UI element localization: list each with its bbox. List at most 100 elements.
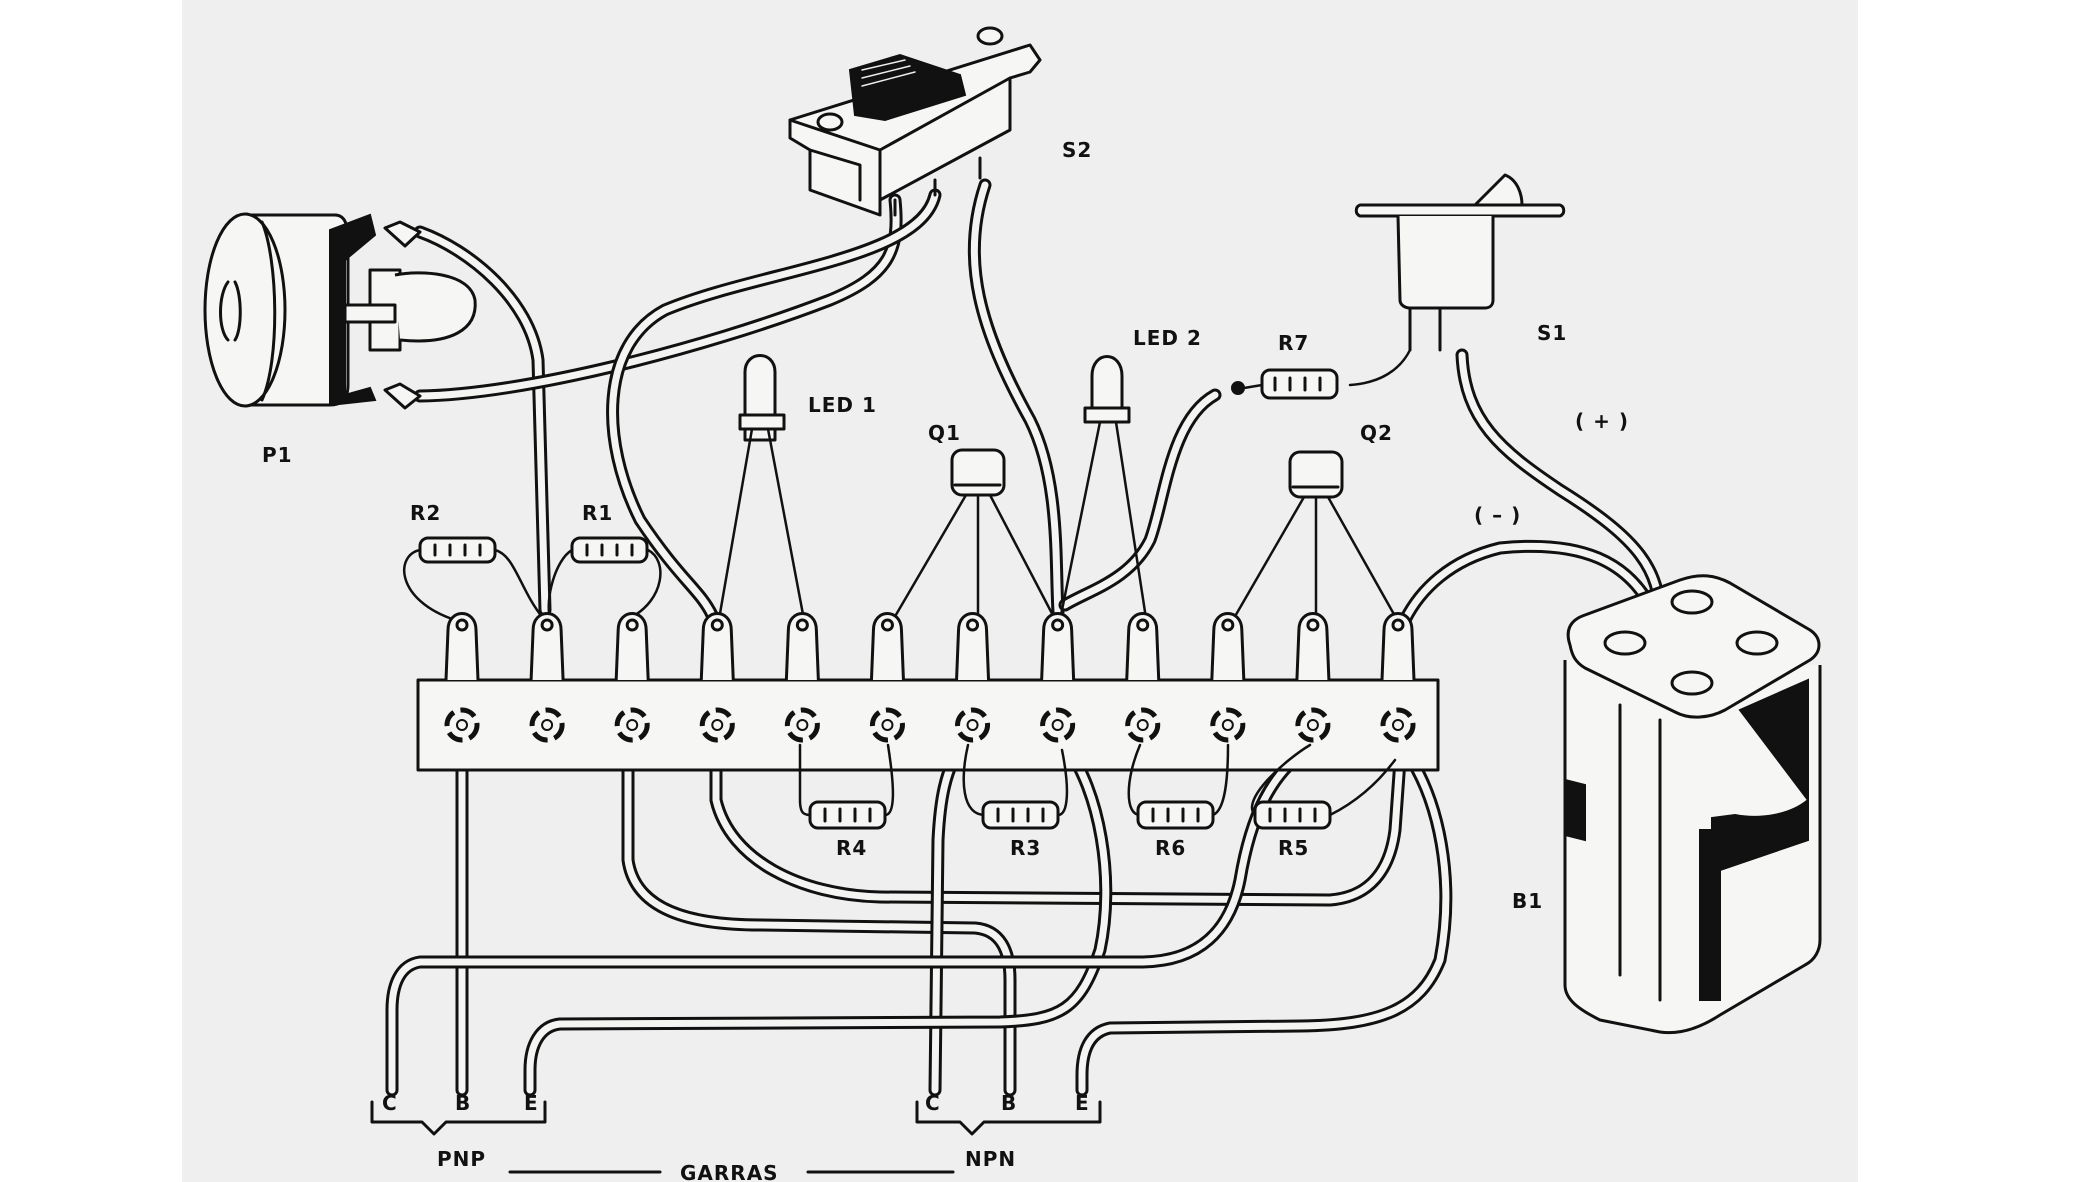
pnp-pin-b: B: [455, 1091, 471, 1115]
lug-hole: [710, 618, 724, 632]
lug-hole: [966, 618, 980, 632]
wire-npn-emitter: [1075, 743, 1453, 1097]
label-r2: R2: [410, 501, 441, 525]
wire-battery-negative-to-terminal-12: [1398, 539, 1662, 627]
solder-lug: [1040, 612, 1076, 681]
transistor-q1: [888, 448, 1060, 627]
battery-holder-b1: [1563, 574, 1822, 1035]
resistor-r4: [798, 743, 895, 830]
label-r4: R4: [836, 836, 867, 860]
wire-pnp-emitter: [523, 738, 1113, 1097]
transistor-q2: [1228, 450, 1402, 627]
label-q2: Q2: [1360, 421, 1393, 445]
rivet-center: [1136, 719, 1149, 731]
wire-s1-to-battery-positive: [1455, 348, 1667, 627]
rivet-center: [456, 719, 468, 731]
lug-hole: [795, 618, 809, 632]
rivet: [1210, 707, 1246, 743]
led-2: [1058, 355, 1149, 627]
solder-lug: [699, 612, 735, 681]
rivet: [955, 707, 991, 743]
wire-r7-to-terminal-8: [1058, 388, 1222, 612]
label-r3: R3: [1010, 836, 1041, 860]
solder-lug: [1295, 612, 1331, 681]
rivet-center: [541, 719, 554, 731]
lug-hole: [1051, 618, 1065, 632]
label-p1: P1: [262, 443, 293, 467]
label-npn: NPN: [965, 1147, 1016, 1171]
wire-s2-to-terminal-8: [967, 178, 1065, 619]
lug-hole: [455, 618, 469, 632]
rivet: [1380, 707, 1416, 743]
solder-lug: [614, 612, 650, 681]
rivet: [1295, 707, 1331, 743]
npn-clip-group: C B E NPN: [915, 1091, 1102, 1171]
lug-hole: [1306, 618, 1320, 632]
pnp-clip-group: C B E PNP: [370, 1091, 547, 1171]
solder-lug: [529, 612, 565, 681]
npn-pin-e: E: [1075, 1091, 1090, 1115]
potentiometer-p1: [203, 212, 477, 410]
resistor-r5: [1251, 743, 1397, 830]
solder-lug: [869, 612, 905, 681]
rivet-center: [1392, 719, 1404, 731]
lug-hole: [540, 618, 554, 632]
slide-switch-s2: [788, 26, 1042, 217]
label-s1: S1: [1537, 321, 1567, 345]
solder-lug: [444, 612, 480, 681]
pnp-pin-e: E: [524, 1091, 539, 1115]
label-r7: R7: [1278, 331, 1309, 355]
label-r6: R6: [1155, 836, 1186, 860]
rivet: [1125, 707, 1161, 743]
wire-terminal-4-to-12: [709, 753, 1407, 907]
resistor-r2: [403, 536, 545, 622]
wire-pot-to-s2: [413, 193, 903, 403]
solder-lug: [955, 612, 991, 681]
solder-lug: [1210, 612, 1246, 681]
label-s2: S2: [1062, 138, 1092, 162]
rivet-center: [1221, 719, 1234, 731]
resistor-r3: [962, 743, 1069, 830]
rivet-center: [796, 719, 809, 731]
rivet-center: [626, 719, 639, 731]
rivet: [784, 707, 820, 743]
lug-hole: [1221, 618, 1235, 632]
label-q1: Q1: [928, 421, 961, 445]
rivet: [529, 707, 565, 743]
label-positive: ( + ): [1575, 409, 1629, 433]
lug-hole: [880, 618, 894, 632]
lug-hole: [625, 618, 639, 632]
rivet-center: [1051, 719, 1064, 731]
rivet: [1040, 707, 1076, 743]
solder-lug: [784, 612, 820, 681]
wire-pot-to-terminal-2: [413, 225, 552, 617]
npn-pin-c: C: [925, 1091, 941, 1115]
resistor-r1: [547, 536, 662, 620]
wire-npn-base: [621, 753, 1017, 1097]
led-1: [716, 354, 807, 627]
lug-hole: [1391, 618, 1405, 632]
rivet: [699, 707, 735, 743]
label-led-2: LED 2: [1133, 326, 1202, 350]
terminal-strip: [416, 612, 1440, 772]
label-b1: B1: [1512, 889, 1543, 913]
wires: [385, 178, 1667, 1097]
resistor-r6: [1127, 743, 1230, 830]
rivet: [614, 707, 650, 743]
rivet-center: [711, 719, 724, 731]
rivet-center: [881, 719, 894, 731]
label-r1: R1: [582, 501, 613, 525]
wire-s2-to-terminal-4: [606, 188, 942, 622]
rocker-switch-s1: [1354, 173, 1566, 352]
label-r5: R5: [1278, 836, 1309, 860]
pnp-pin-c: C: [382, 1091, 398, 1115]
wire-npn-collector: [928, 738, 969, 1097]
rivet: [444, 707, 480, 743]
label-garras: GARRAS: [680, 1161, 779, 1182]
rivet: [869, 707, 905, 743]
resistor-r7: [1231, 348, 1412, 400]
solder-lug: [1380, 612, 1416, 681]
label-led-1: LED 1: [808, 393, 877, 417]
label-pnp: PNP: [437, 1147, 486, 1171]
wire-pnp-collector: [385, 738, 1322, 1097]
